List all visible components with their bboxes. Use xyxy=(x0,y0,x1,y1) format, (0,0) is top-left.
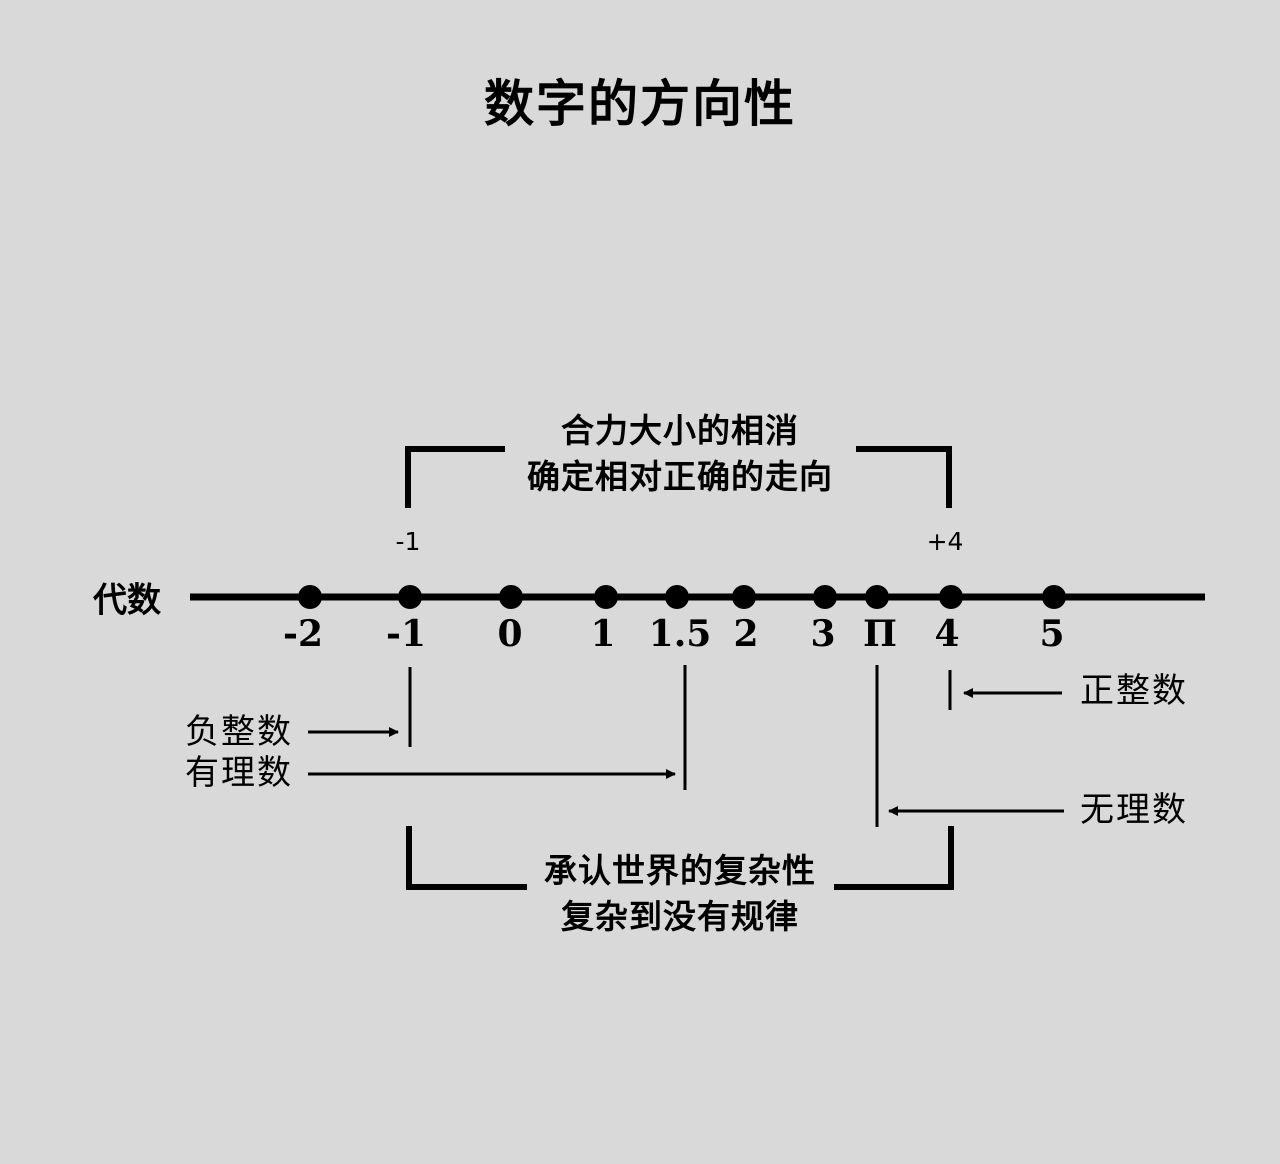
axis-point xyxy=(732,585,756,609)
tick-label: 4 xyxy=(934,613,960,655)
tick-label: 5 xyxy=(1039,613,1065,655)
tick-label: -2 xyxy=(283,613,323,655)
irrational-label: 无理数 xyxy=(1080,790,1188,830)
axis-point xyxy=(813,585,837,609)
axis-point xyxy=(499,585,523,609)
page-title: 数字的方向性 xyxy=(484,74,796,133)
top-caption-line-2: 确定相对正确的走向 xyxy=(527,457,833,496)
top-bracket xyxy=(405,446,505,508)
bottom-caption-line-2: 复杂到没有规律 xyxy=(561,897,799,936)
top-caption-line-1: 合力大小的相消 xyxy=(561,411,799,450)
axis-point xyxy=(1042,585,1066,609)
top-caption: 合力大小的相消 确定相对正确的走向 xyxy=(470,408,890,500)
top-bracket-right xyxy=(856,446,952,508)
axis-point xyxy=(865,585,889,609)
tick-label: Π xyxy=(863,613,897,655)
axis-label: 代数 xyxy=(93,580,161,621)
rational-label: 有理数 xyxy=(185,753,293,793)
tick-label: -1 xyxy=(386,613,426,655)
axis-point xyxy=(939,585,963,609)
axis-points xyxy=(298,585,1066,609)
bottom-caption-line-1: 承认世界的复杂性 xyxy=(544,851,816,890)
bottom-caption: 承认世界的复杂性 复杂到没有规律 xyxy=(470,848,890,940)
bracket-label-right: +4 xyxy=(926,527,964,556)
tick-label: 1.5 xyxy=(648,613,712,655)
tick-label: 2 xyxy=(733,613,759,655)
axis-point xyxy=(665,585,689,609)
axis-point xyxy=(594,585,618,609)
tick-label: 1 xyxy=(590,613,616,655)
axis-point xyxy=(298,585,322,609)
tick-label: 3 xyxy=(810,613,836,655)
positive-integer-label: 正整数 xyxy=(1080,671,1188,711)
negative-integer-label: 负整数 xyxy=(185,712,293,752)
axis-point xyxy=(398,585,422,609)
bracket-label-left: -1 xyxy=(395,527,421,556)
bottom-bracket xyxy=(406,826,527,890)
tick-label: 0 xyxy=(497,613,523,655)
bottom-bracket-right xyxy=(834,826,954,890)
